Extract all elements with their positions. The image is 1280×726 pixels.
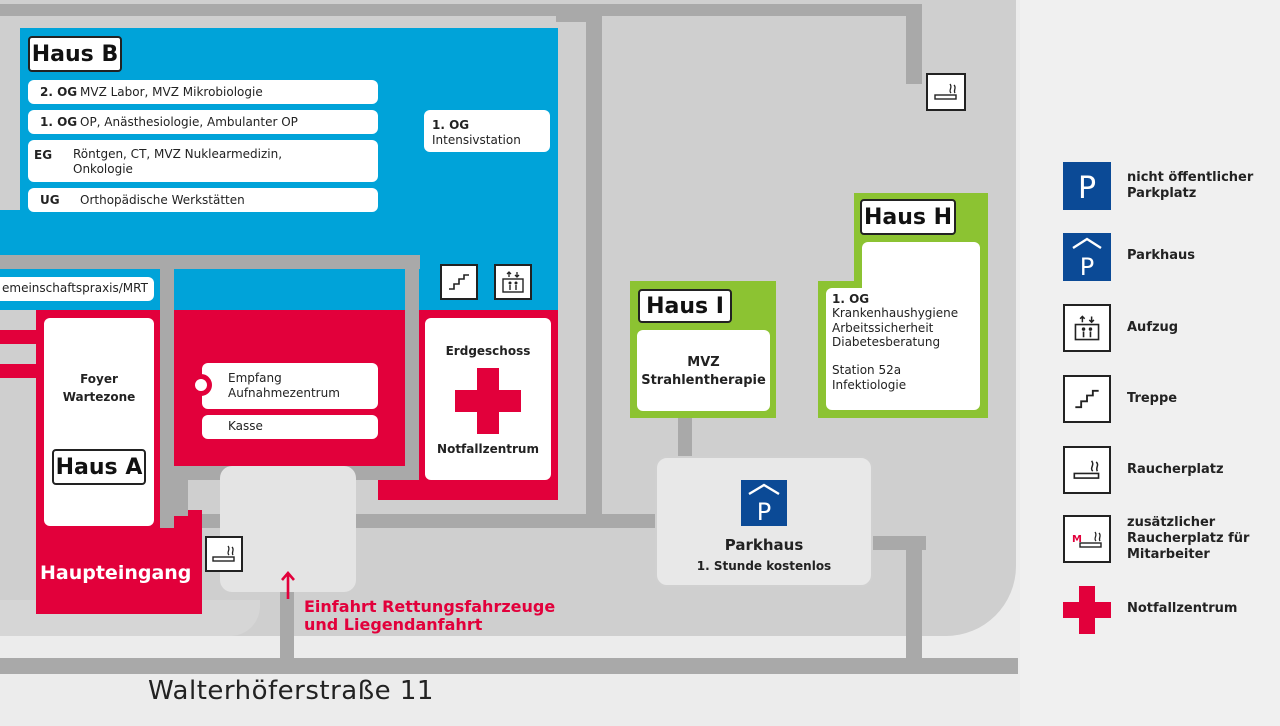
legend-label-notfall: Notfallzentrum (1127, 601, 1238, 616)
svg-text:M: M (1072, 534, 1082, 545)
emergency-cross-icon (455, 368, 521, 434)
foyer-box: Foyer Wartezone (44, 318, 154, 526)
svg-text:P: P (1078, 171, 1096, 206)
legend-label-parkhaus: Parkhaus (1127, 248, 1196, 263)
path-connector (556, 14, 586, 22)
floor-level: 2. OG (40, 85, 78, 99)
smoking-icon (926, 73, 966, 111)
notfall-box: Erdgeschoss Notfallzentrum (425, 318, 551, 480)
intensiv-box: 1. OG Intensivstation (424, 110, 550, 152)
legend-line: Parkplatz (1127, 186, 1197, 201)
kasse-box: Kasse (202, 415, 378, 439)
haus-h-title: Haus H (860, 199, 956, 235)
floor-level: 1. OG (40, 115, 78, 129)
street-name: Walterhöferstraße 11 (148, 676, 434, 706)
haus-h-station-2: Infektiologie (832, 378, 907, 392)
haus-a-strip-2 (0, 364, 40, 378)
parkhaus-icon: P (741, 480, 787, 526)
empfang-label: Empfang (228, 371, 282, 385)
path-vertical (586, 4, 602, 524)
kasse-label: Kasse (228, 419, 263, 433)
haus-h-line-1: Krankenhaushygiene (832, 306, 959, 320)
svg-text:P: P (757, 498, 771, 526)
path-right-down (906, 536, 922, 660)
haus-i-line-1: MVZ (687, 355, 720, 370)
legend-label-parking: nicht öffentlicher Parkplatz (1127, 170, 1253, 202)
emergency-cross-icon (1063, 586, 1111, 634)
haus-a-title: Haus A (52, 449, 146, 485)
floor-level: EG (34, 148, 53, 162)
haus-b-title: Haus B (28, 36, 122, 72)
path-entrance (280, 585, 294, 660)
haus-i-box: MVZ Strahlentherapie (637, 330, 770, 411)
intensiv-level: 1. OG (432, 118, 470, 132)
legend-line: Mitarbeiter (1127, 547, 1210, 562)
foyer-label: Foyer (80, 372, 118, 386)
parkhaus-title: Parkhaus (724, 536, 804, 554)
floor-level: UG (40, 193, 60, 207)
gemeinschaft-label: emeinschaftspraxis/MRT (2, 281, 148, 295)
legend-panel (1020, 0, 1280, 726)
haus-h-line-2: Arbeitssicherheit (832, 321, 934, 335)
floor-desc: Orthopädische Werkstätten (80, 193, 245, 207)
einfahrt-line-2: und Liegendanfahrt (304, 615, 483, 634)
smoking-icon (1063, 446, 1111, 494)
info-point-icon (190, 374, 212, 396)
parkhaus-sub: 1. Stunde kostenlos (696, 559, 832, 573)
parkhaus-building: P Parkhaus 1. Stunde kostenlos (655, 456, 873, 587)
parking-icon: P (1063, 162, 1111, 210)
stairs-icon (440, 264, 478, 300)
street-edge (0, 658, 1018, 674)
einfahrt-label: Einfahrt Rettungsfahrzeuge und Liegendan… (304, 598, 555, 634)
haus-b-notch (0, 28, 20, 210)
stairs-icon (1063, 375, 1111, 423)
legend-label-aufzug: Aufzug (1127, 320, 1179, 335)
legend-label-treppe: Treppe (1127, 391, 1178, 406)
path-through-red (160, 310, 174, 528)
notfall-bottom-label: Notfallzentrum (437, 442, 539, 456)
path-through-red-2 (405, 310, 419, 480)
haus-h-level: 1. OG (832, 292, 870, 306)
notfall-top-label: Erdgeschoss (445, 344, 531, 358)
legend-label-staff-raucher: zusätzlicher Raucherplatz für Mitarbeite… (1127, 515, 1249, 563)
legend-label-raucher: Raucherplatz (1127, 462, 1224, 477)
path-corridor (0, 255, 420, 269)
floor-desc: Röntgen, CT, MVZ Nuklearmedizin, (73, 147, 283, 161)
haus-h-station: Station 52a (832, 363, 902, 377)
floor-row-eg: EG Röntgen, CT, MVZ Nuklearmedizin, Onko… (28, 140, 378, 182)
floor-desc: OP, Anästhesiologie, Ambulanter OP (80, 115, 298, 129)
floor-desc: MVZ Labor, MVZ Mikrobiologie (80, 85, 263, 99)
haus-h-box: 1. OG Krankenhaushygiene Arbeitssicherhe… (826, 288, 980, 410)
legend-line: Raucherplatz für (1127, 531, 1250, 546)
haus-i-title: Haus I (638, 289, 732, 323)
empfang-box: Empfang Aufnahmezentrum (202, 363, 378, 409)
staff-smoking-icon: M (1063, 515, 1111, 563)
floor-row-ug: UG Orthopädische Werkstätten (28, 188, 378, 212)
haus-a-strip-1 (0, 330, 40, 344)
floor-row-2og: 2. OG MVZ Labor, MVZ Mikrobiologie (28, 80, 378, 104)
parkhaus-icon: P (1063, 233, 1111, 281)
path-red-left (174, 466, 188, 516)
legend-line: zusätzlicher (1127, 515, 1216, 530)
elevator-icon (494, 264, 532, 300)
path-top-right (906, 4, 922, 84)
einfahrt-line-1: Einfahrt Rettungsfahrzeuge (304, 597, 556, 616)
svg-text:P: P (1080, 253, 1094, 281)
gemeinschaft-label-box: emeinschaftspraxis/MRT (0, 277, 154, 301)
elevator-icon (1063, 304, 1111, 352)
aufnahme-label: Aufnahmezentrum (228, 386, 340, 400)
path-haus-i (678, 410, 692, 470)
floor-desc-2: Onkologie (73, 162, 133, 176)
intensiv-desc: Intensivstation (432, 133, 521, 147)
path-top (0, 4, 920, 16)
smoking-icon (205, 536, 243, 572)
path-middle (355, 514, 665, 528)
haupteingang-label: Haupteingang (40, 562, 192, 584)
arrow-up-icon (281, 570, 295, 600)
haus-h-line-3: Diabetesberatung (832, 335, 941, 349)
wartezone-label: Wartezone (62, 390, 136, 404)
legend-line: nicht öffentlicher (1127, 170, 1254, 185)
floor-row-1og: 1. OG OP, Anästhesiologie, Ambulanter OP (28, 110, 378, 134)
haus-i-line-2: Strahlentherapie (641, 373, 766, 388)
